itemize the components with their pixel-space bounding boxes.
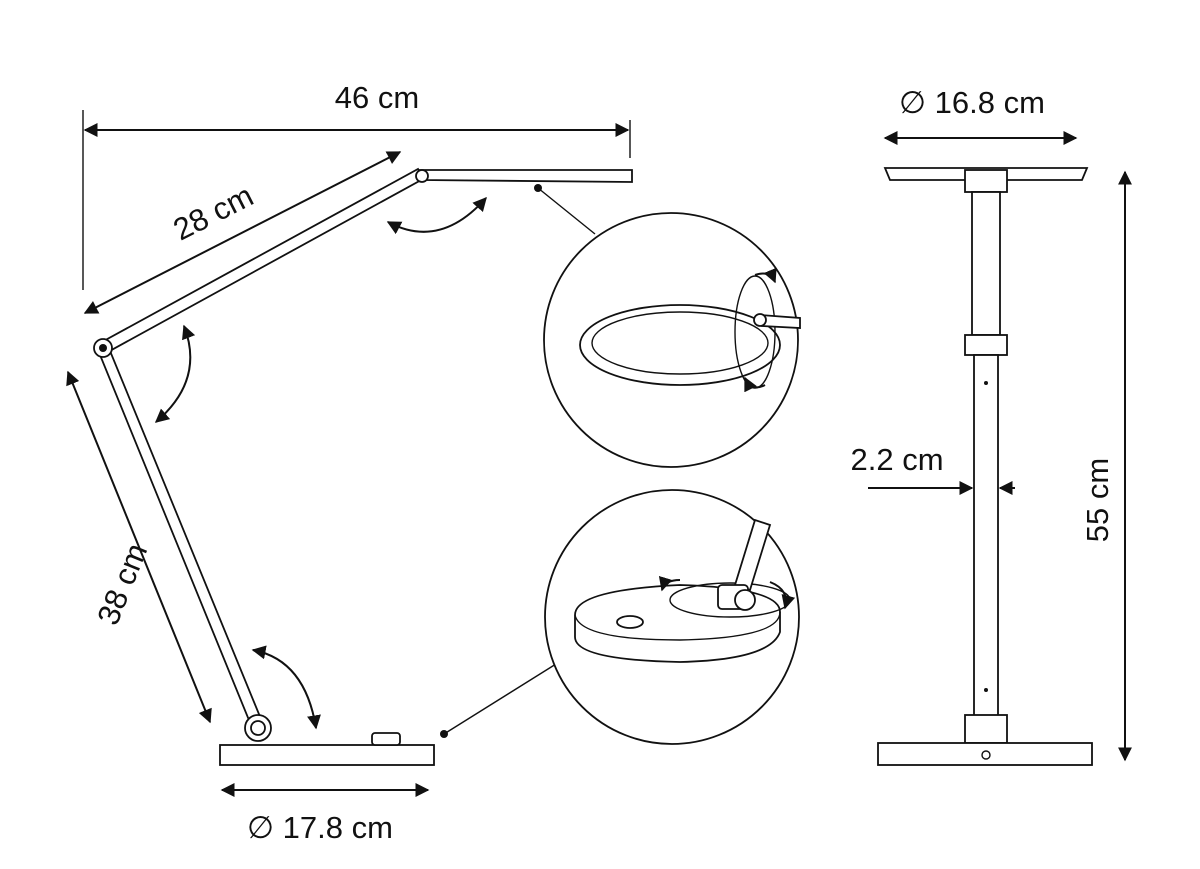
lower-arm-dimension-arrow [66,370,212,724]
lower-pole [973,354,999,718]
lamp-base [219,744,435,766]
head-rotation-arrow [386,196,487,235]
base-detail [544,489,800,745]
upper-arm-dimension-arrow [83,151,402,314]
lamp-head [418,169,633,183]
front-base [877,742,1093,766]
base-diameter-label: ∅ 17.8 cm [247,810,393,845]
middle-joint [964,334,1008,356]
elbow-joint-pin [99,344,107,352]
head-detail [543,212,801,468]
head-joint [415,169,429,183]
leader-line [537,187,596,235]
base-joint-inner [250,720,266,736]
leader-line [443,663,557,735]
upper-pole [971,191,1001,336]
side-view: 46 cm 28 cm 38 cm ∅ 17.8 cm [66,80,633,845]
elbow-rotation-arrow [154,324,196,423]
head-diameter-label: ∅ 16.8 cm [899,85,1045,120]
base-mount [964,714,1008,744]
base-rotation-arrow [251,645,321,730]
head-mount [964,169,1008,193]
lower-arm-label: 38 cm [90,538,154,629]
reach-label: 46 cm [335,80,419,115]
upper-arm-label: 28 cm [168,178,259,248]
height-label: 55 cm [1080,458,1115,542]
front-view: ∅ 16.8 cm 2.2 cm 55 cm [850,85,1132,766]
pole-width-label: 2.2 cm [850,442,943,477]
base-button [371,732,401,746]
lower-arm [96,344,265,732]
upper-arm [98,167,425,355]
